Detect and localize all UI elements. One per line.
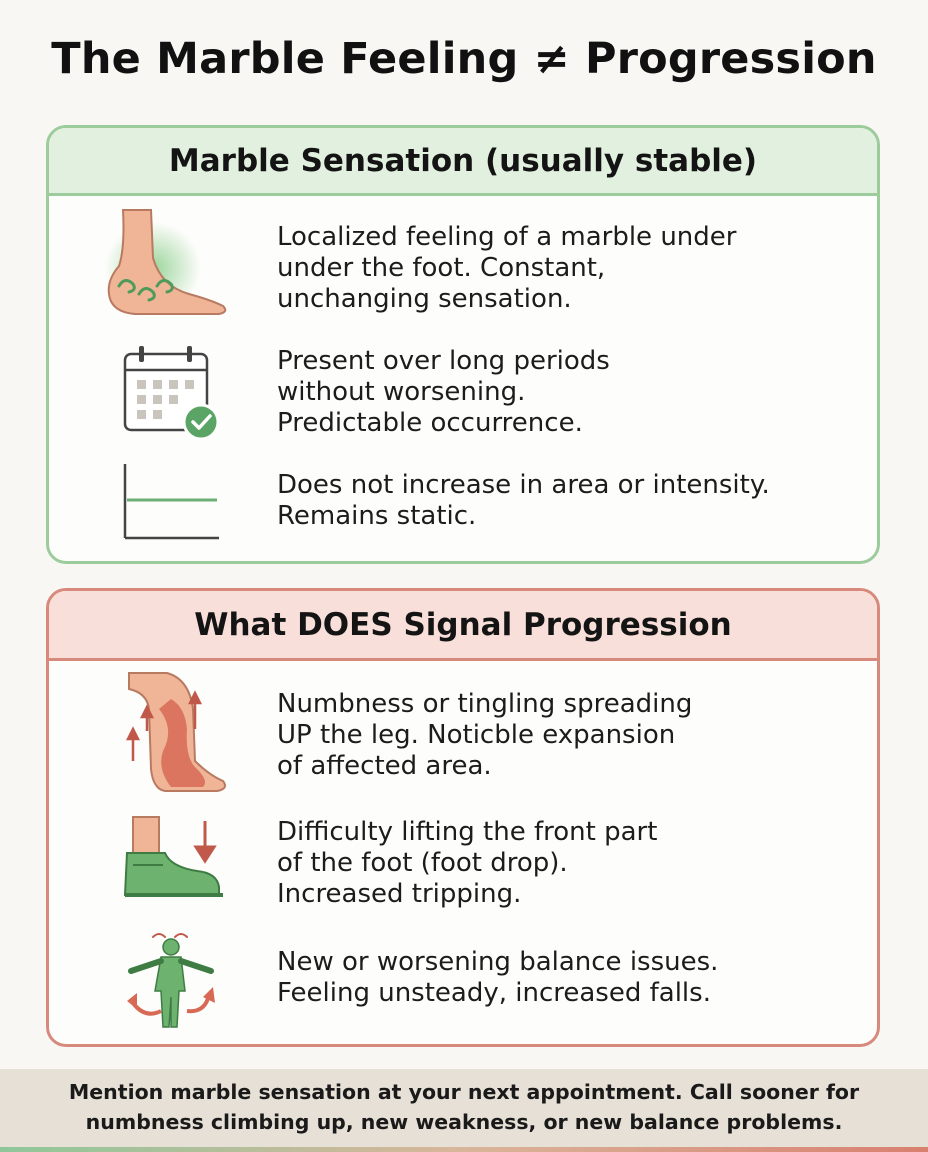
foot-glow-icon bbox=[105, 208, 235, 318]
item-text: under the foot. Constant, bbox=[277, 253, 606, 283]
item-text: Numbness or tingling spreading bbox=[277, 689, 693, 719]
item-text: UP the leg. Noticble expansion bbox=[277, 720, 676, 750]
item-text: of the foot (foot drop). bbox=[277, 848, 568, 878]
footer-line: numbness climbing up, new weakness, or n… bbox=[85, 1110, 843, 1134]
footer-note: Mention marble sensation at your next ap… bbox=[0, 1069, 928, 1149]
calendar-check-icon bbox=[105, 342, 235, 452]
page-title: The Marble Feeling ≠ Progression bbox=[51, 34, 877, 84]
item-text: New or worsening balance issues. bbox=[277, 947, 719, 977]
item-text: Difficulty lifting the front part bbox=[277, 817, 658, 847]
footer-line: Mention marble sensation at your next ap… bbox=[68, 1080, 860, 1104]
bottom-accent-strip bbox=[0, 1147, 928, 1152]
item-text: Localized feeling of a marble under bbox=[277, 222, 737, 252]
stable-panel: Marble Sensation (usually stable) bbox=[46, 125, 880, 564]
item-text: without worsening. bbox=[277, 377, 526, 407]
item-text: Increased tripping. bbox=[277, 879, 522, 909]
item-text: Feeling unsteady, increased falls. bbox=[277, 978, 711, 1008]
item-text: of affected area. bbox=[277, 751, 492, 781]
progression-panel-heading: What DOES Signal Progression bbox=[49, 591, 877, 661]
item-text: Remains static. bbox=[277, 501, 477, 531]
item-text: Predictable occurrence. bbox=[277, 408, 583, 438]
leg-spreading-icon bbox=[105, 669, 235, 792]
item-text: Does not increase in area or intensity. bbox=[277, 470, 770, 500]
item-text: Present over long periods bbox=[277, 346, 610, 376]
progression-panel: What DOES Signal Progression Numbness or… bbox=[46, 588, 880, 1047]
balance-issue-icon bbox=[105, 927, 235, 1037]
flat-line-graph-icon bbox=[105, 458, 235, 561]
item-text: unchanging sensation. bbox=[277, 284, 572, 314]
stable-panel-heading: Marble Sensation (usually stable) bbox=[49, 128, 877, 196]
foot-drop-icon bbox=[105, 813, 235, 923]
